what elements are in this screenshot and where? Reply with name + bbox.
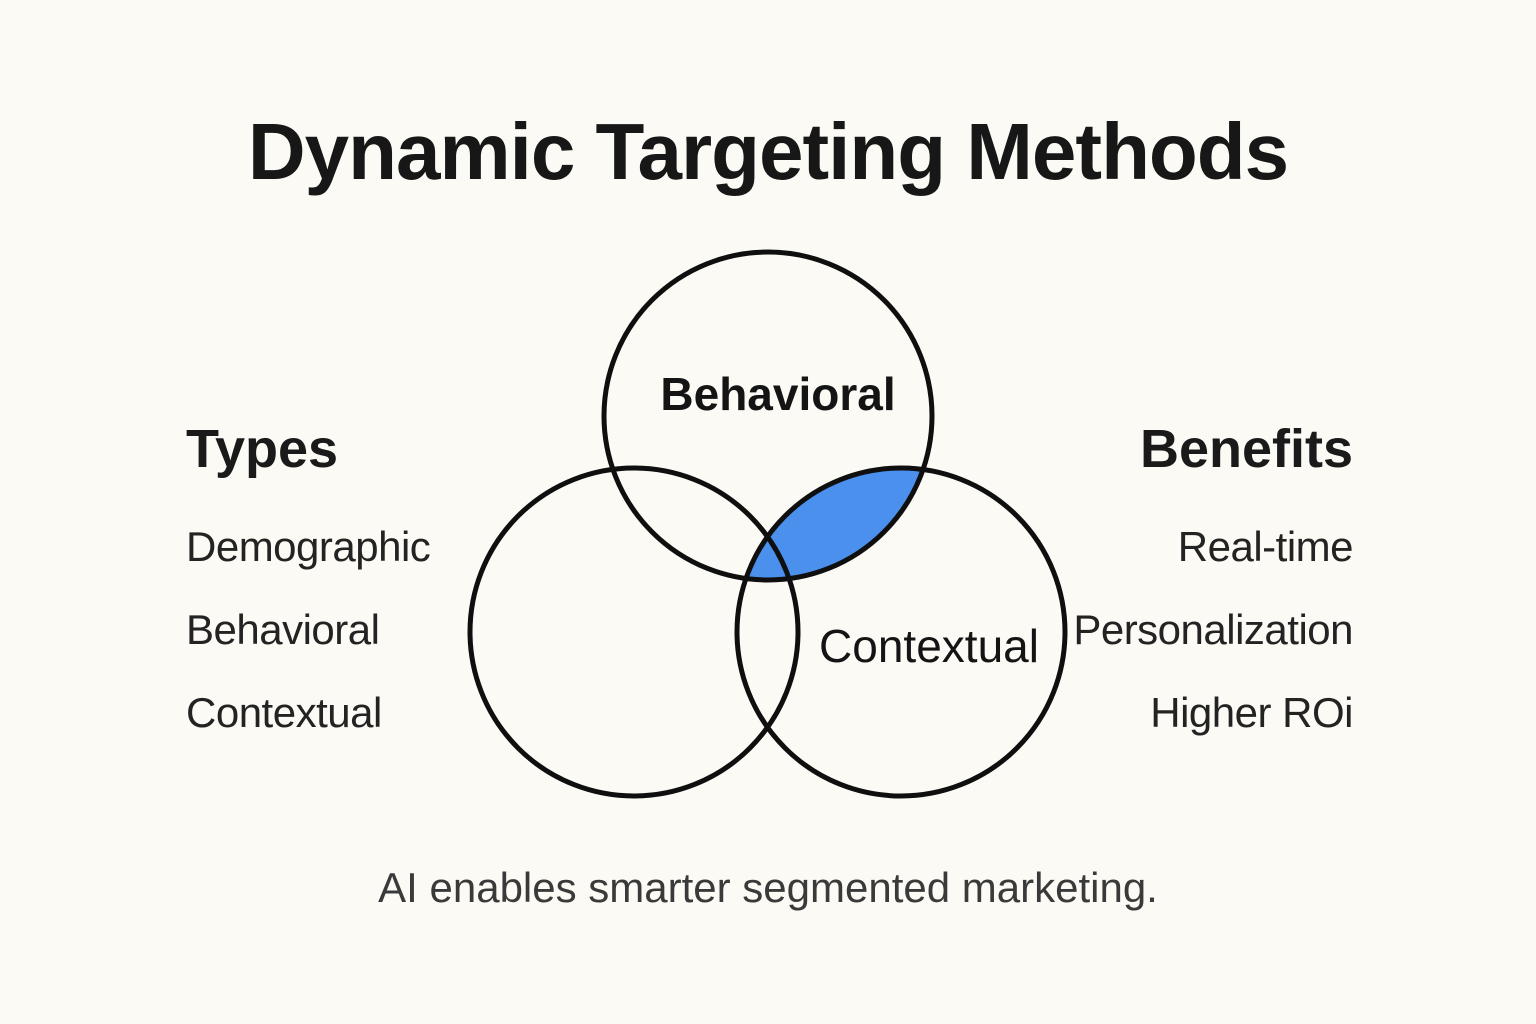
bottom-left-circle — [467, 465, 801, 799]
contextual-circle-label: Contextual — [819, 620, 1039, 672]
benefits-heading: Benefits — [1139, 419, 1353, 479]
behavioral-circle — [601, 249, 935, 583]
types-item-behavioral: Behavioral — [186, 606, 380, 653]
benefits-item-personalization: Personalization — [1073, 606, 1353, 653]
types-heading: Types — [186, 419, 339, 479]
types-item-contextual: Contextual — [186, 689, 382, 736]
types-item-demographic: Demographic — [186, 523, 431, 570]
benefits-item-real-time: Real-time — [1177, 523, 1354, 570]
caption-text: AI enables smarter segmented marketing. — [378, 864, 1158, 911]
benefits-item-higher-roi: Higher ROi — [1150, 689, 1353, 736]
highlighted-intersection-region — [737, 468, 932, 580]
contextual-circle — [734, 465, 1068, 799]
page-title: Dynamic Targeting Methods — [247, 107, 1289, 196]
behavioral-circle-label: Behavioral — [660, 368, 896, 420]
